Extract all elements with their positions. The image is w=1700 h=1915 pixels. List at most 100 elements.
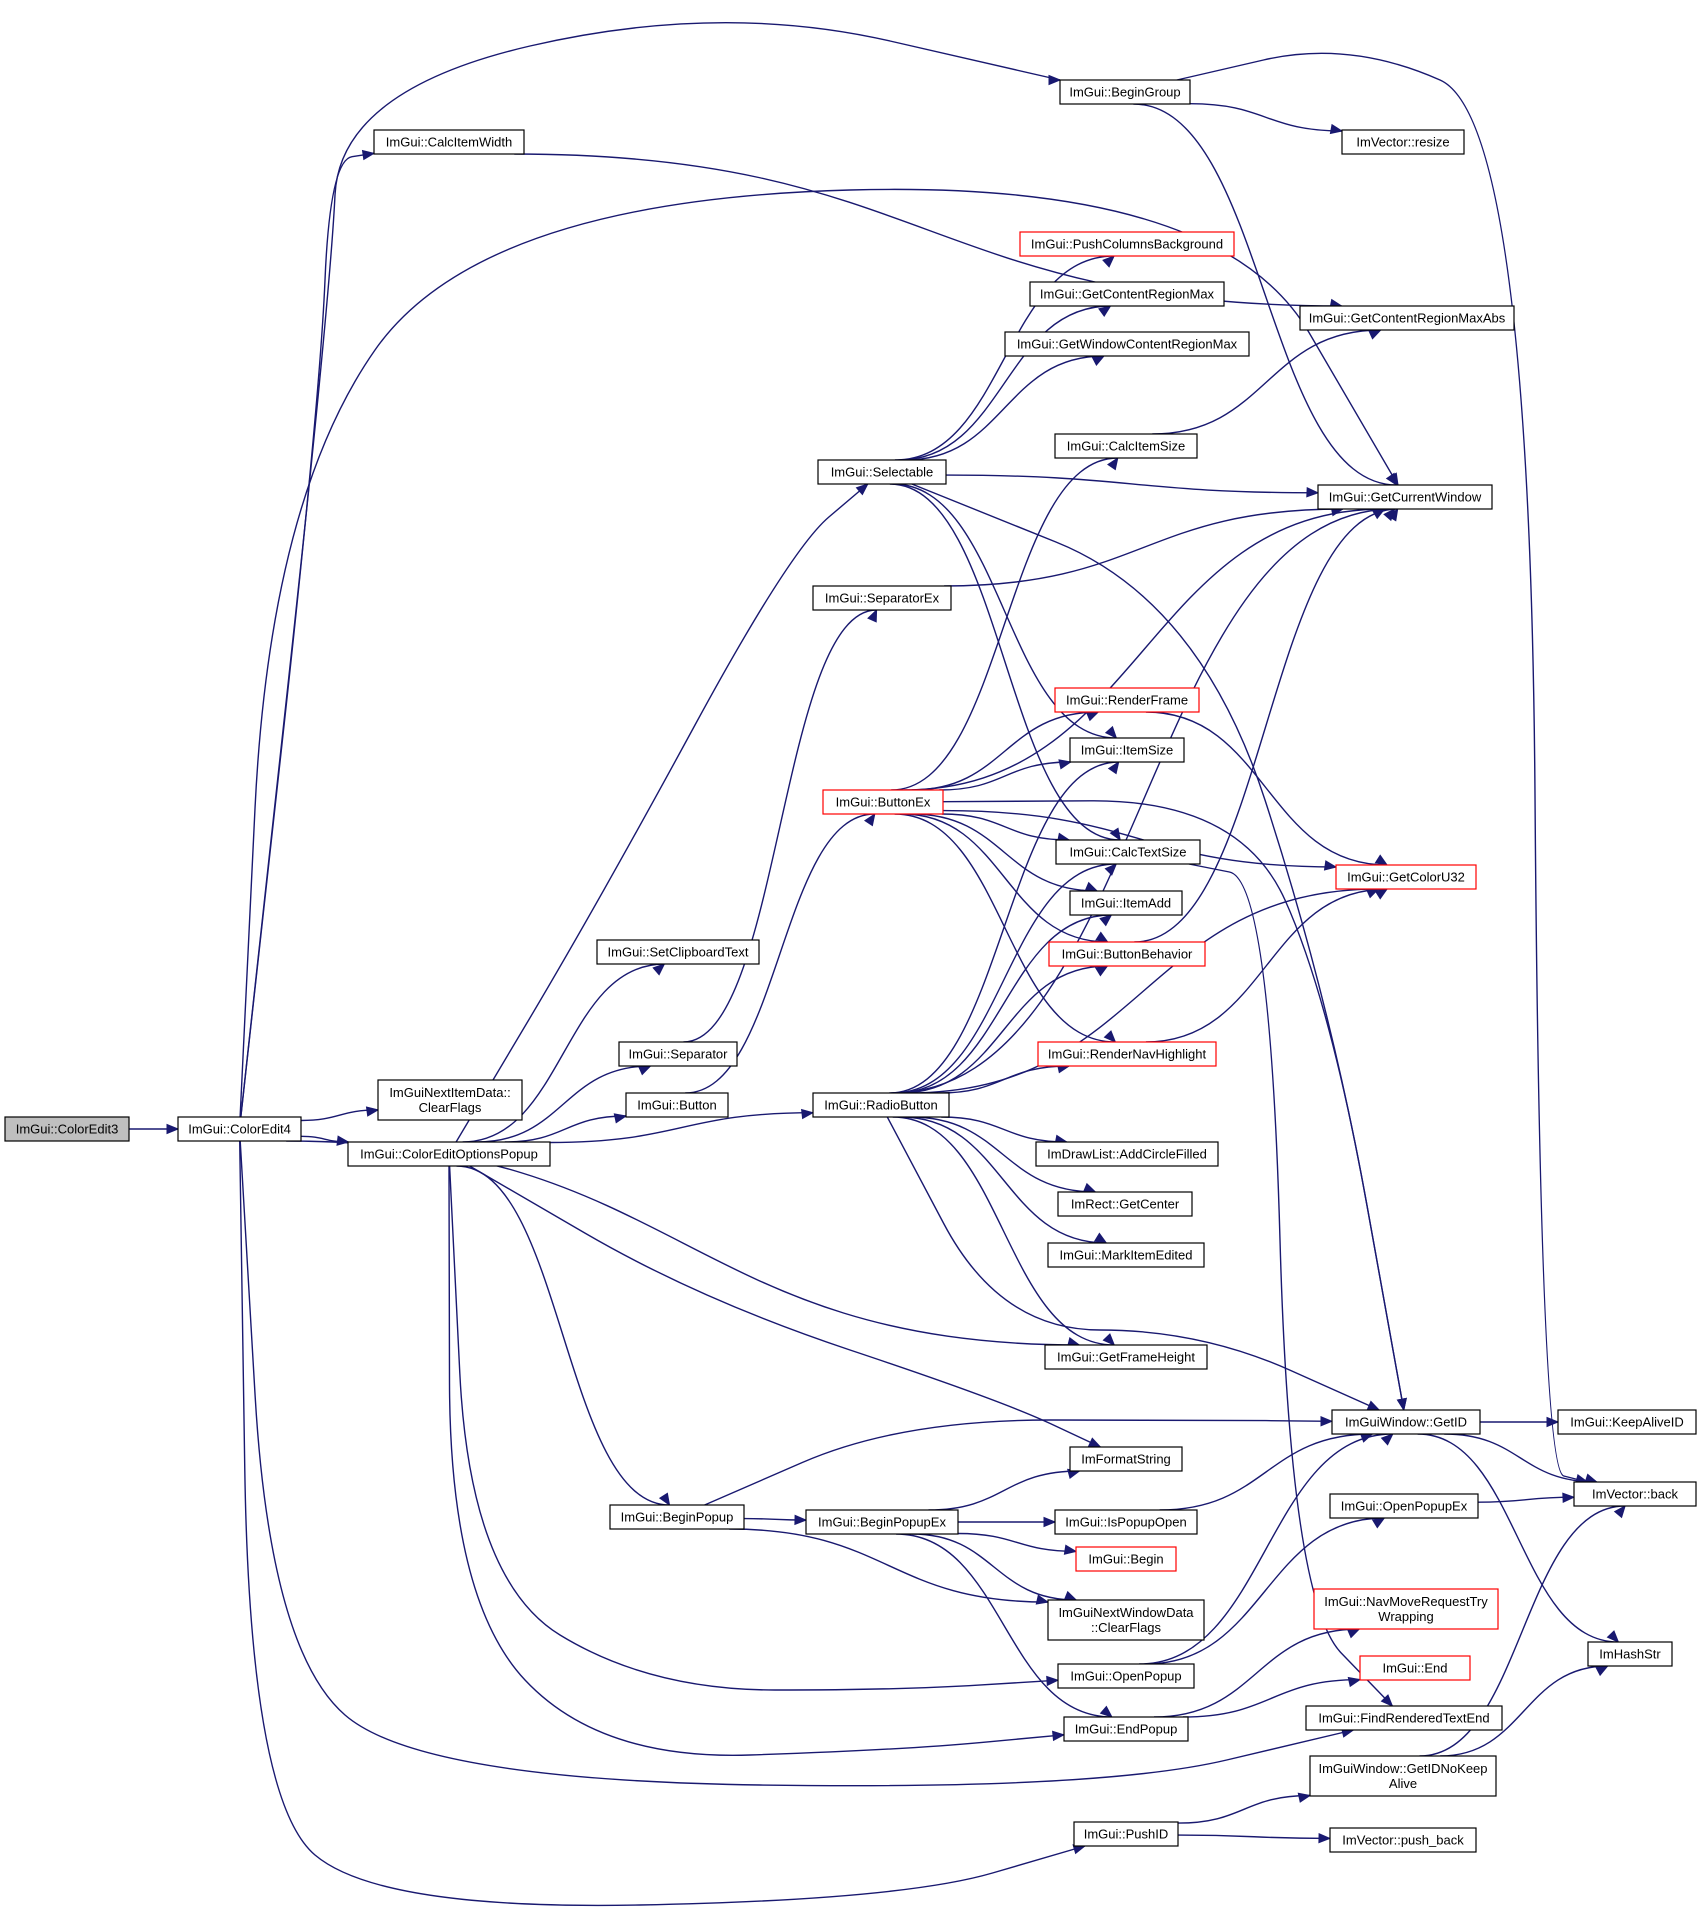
arrowhead-icon bbox=[658, 1492, 671, 1507]
node-openpopup[interactable]: ImGui::OpenPopup bbox=[1057, 1663, 1195, 1689]
node-box bbox=[1309, 1755, 1497, 1797]
node-box bbox=[177, 1116, 302, 1142]
node-button[interactable]: ImGui::Button bbox=[625, 1092, 729, 1118]
node-nextitemdata_clearflags[interactable]: ImGuiNextItemData::ClearFlags bbox=[377, 1079, 523, 1121]
edge-getidnokeepalive-to-imhashstr bbox=[1440, 1665, 1608, 1757]
node-coloredit4[interactable]: ImGui::ColorEdit4 bbox=[177, 1116, 302, 1142]
arrowhead-icon bbox=[1606, 1630, 1620, 1643]
arrowhead-icon bbox=[1368, 329, 1382, 340]
node-label: ImGui::KeepAliveID bbox=[1570, 1415, 1683, 1430]
node-radiobutton[interactable]: ImGui::RadioButton bbox=[812, 1092, 950, 1118]
node-imformatstring[interactable]: ImFormatString bbox=[1069, 1446, 1183, 1472]
node-itemadd[interactable]: ImGui::ItemAdd bbox=[1069, 890, 1183, 916]
arrowhead-icon bbox=[1082, 1182, 1097, 1193]
node-box bbox=[1059, 79, 1191, 105]
node-endpopup[interactable]: ImGui::EndPopup bbox=[1063, 1716, 1189, 1742]
node-getcontentregionmax[interactable]: ImGui::GetContentRegionMax bbox=[1029, 281, 1225, 307]
node-rendernavhighlight[interactable]: ImGui::RenderNavHighlight bbox=[1037, 1041, 1217, 1067]
node-buttonbehavior[interactable]: ImGui::ButtonBehavior bbox=[1048, 941, 1206, 967]
node-label: ImGui::BeginPopupEx bbox=[818, 1515, 946, 1530]
node-calctextsize[interactable]: ImGui::CalcTextSize bbox=[1055, 839, 1201, 865]
node-buttonex[interactable]: ImGui::ButtonEx bbox=[822, 789, 944, 815]
arrowhead-icon bbox=[1613, 1504, 1626, 1519]
node-box bbox=[1035, 1141, 1219, 1167]
node-calcitemsize[interactable]: ImGui::CalcItemSize bbox=[1054, 433, 1198, 459]
arrowhead-icon bbox=[1048, 74, 1062, 86]
node-selectable[interactable]: ImGui::Selectable bbox=[817, 459, 947, 485]
node-findrenderedtextend[interactable]: ImGui::FindRenderedTextEnd bbox=[1305, 1705, 1503, 1731]
node-label: ImRect::GetCenter bbox=[1071, 1197, 1180, 1212]
edge-rendernavhighlight-to-getcoloru32 bbox=[1145, 888, 1388, 1043]
node-coloreditoptionspopup[interactable]: ImGui::ColorEditOptionsPopup bbox=[347, 1141, 551, 1167]
node-beginpopupex[interactable]: ImGui::BeginPopupEx bbox=[805, 1509, 959, 1535]
edge-coloredit4-to-nextitemdata_clearflags bbox=[300, 1109, 379, 1122]
node-end[interactable]: ImGui::End bbox=[1359, 1655, 1471, 1681]
node-box bbox=[596, 939, 760, 965]
node-pushid[interactable]: ImGui::PushID bbox=[1073, 1821, 1179, 1847]
edge-coloreditoptionspopup-to-openpopup bbox=[448, 1165, 1059, 1691]
node-getcontentregionmaxabs[interactable]: ImGui::GetContentRegionMaxAbs bbox=[1299, 305, 1515, 331]
edge-window_getid-to-imvector_back bbox=[1444, 1433, 1597, 1483]
node-openpopupex[interactable]: ImGui::OpenPopupEx bbox=[1329, 1493, 1479, 1519]
node-coloredit3[interactable]: ImGui::ColorEdit3 bbox=[4, 1116, 130, 1142]
edge-buttonex-to-getcurrentwindow bbox=[903, 508, 1385, 791]
edge-coloreditoptionspopup-to-radiobutton bbox=[549, 1112, 814, 1144]
node-itemsize[interactable]: ImGui::ItemSize bbox=[1069, 737, 1185, 763]
node-getcenter[interactable]: ImRect::GetCenter bbox=[1057, 1191, 1193, 1217]
node-imvector_resize[interactable]: ImVector::resize bbox=[1341, 129, 1465, 155]
arrowhead-icon bbox=[1595, 1665, 1609, 1677]
arrowhead-icon bbox=[1374, 888, 1389, 900]
node-window_getid[interactable]: ImGuiWindow::GetID bbox=[1331, 1409, 1481, 1435]
node-beginpopup[interactable]: ImGui::BeginPopup bbox=[609, 1504, 745, 1530]
node-keepaliveid[interactable]: ImGui::KeepAliveID bbox=[1557, 1409, 1697, 1435]
edge-selectable-to-getcontentregionmax bbox=[898, 305, 1111, 461]
node-getcoloru32[interactable]: ImGui::GetColorU32 bbox=[1335, 864, 1477, 890]
node-renderframe[interactable]: ImGui::RenderFrame bbox=[1054, 687, 1200, 713]
node-getwindowcontentregionmax[interactable]: ImGui::GetWindowContentRegionMax bbox=[1004, 331, 1250, 357]
edge-coloredit4-to-calcitemwidth bbox=[240, 152, 375, 1118]
node-begin[interactable]: ImGui::Begin bbox=[1075, 1546, 1177, 1572]
node-label: ImGui::RadioButton bbox=[824, 1098, 937, 1113]
node-box bbox=[1075, 1546, 1177, 1572]
edge-buttonex-to-calctextsize bbox=[941, 813, 1070, 841]
node-label: ImGui::GetFrameHeight bbox=[1057, 1350, 1195, 1365]
node-label: ImVector::resize bbox=[1356, 135, 1449, 150]
edge-buttonex-to-getcoloru32 bbox=[942, 809, 1337, 868]
arrowhead-icon bbox=[1320, 1415, 1334, 1427]
node-label: ImGuiNextWindowData bbox=[1058, 1605, 1194, 1620]
node-calcitemwidth[interactable]: ImGui::CalcItemWidth bbox=[373, 129, 525, 155]
node-box bbox=[812, 1092, 950, 1118]
node-label: ImGui::RenderNavHighlight bbox=[1048, 1047, 1207, 1062]
node-imhashstr[interactable]: ImHashStr bbox=[1587, 1641, 1673, 1667]
node-setclipboardtext[interactable]: ImGui::SetClipboardText bbox=[596, 939, 760, 965]
node-label: ImGui::ItemSize bbox=[1081, 743, 1173, 758]
edge-radiobutton-to-markitemedited bbox=[900, 1116, 1107, 1244]
node-pushcolumnsbackground[interactable]: ImGui::PushColumnsBackground bbox=[1019, 231, 1235, 257]
node-getframeheight[interactable]: ImGui::GetFrameHeight bbox=[1044, 1344, 1208, 1370]
arrowhead-icon bbox=[863, 812, 876, 827]
node-box bbox=[1055, 839, 1201, 865]
node-imvector_back[interactable]: ImVector::back bbox=[1573, 1481, 1697, 1507]
node-separator[interactable]: ImGui::Separator bbox=[618, 1041, 738, 1067]
node-box bbox=[1299, 305, 1515, 331]
node-label: ImGui::PushID bbox=[1084, 1827, 1169, 1842]
arrowhead-icon bbox=[1098, 305, 1112, 317]
arrowhead-icon bbox=[1371, 1517, 1386, 1529]
node-getcurrentwindow[interactable]: ImGui::GetCurrentWindow bbox=[1317, 484, 1493, 510]
node-addcirclefilled[interactable]: ImDrawList::AddCircleFilled bbox=[1035, 1141, 1219, 1167]
node-ispopupopen[interactable]: ImGui::IsPopupOpen bbox=[1054, 1509, 1198, 1535]
edge-button-to-buttonex bbox=[685, 813, 875, 1094]
node-nextwindowdata_clearflags[interactable]: ImGuiNextWindowData::ClearFlags bbox=[1047, 1599, 1205, 1641]
edge-coloredit4-to-getcurrentwindow bbox=[239, 188, 1399, 1118]
edge-begingroup-to-getcurrentwindow bbox=[1133, 103, 1397, 486]
arrowhead-icon bbox=[1052, 1730, 1066, 1742]
node-separatorex[interactable]: ImGui::SeparatorEx bbox=[812, 585, 952, 611]
node-box bbox=[1313, 1588, 1499, 1630]
node-begingroup[interactable]: ImGui::BeginGroup bbox=[1059, 79, 1191, 105]
node-label: ImVector::back bbox=[1592, 1487, 1678, 1502]
edge-coloredit4-to-findrenderedtextend bbox=[239, 1140, 1354, 1787]
node-markitemedited[interactable]: ImGui::MarkItemEdited bbox=[1047, 1242, 1205, 1268]
node-imvector_push_back[interactable]: ImVector::push_back bbox=[1329, 1827, 1477, 1853]
